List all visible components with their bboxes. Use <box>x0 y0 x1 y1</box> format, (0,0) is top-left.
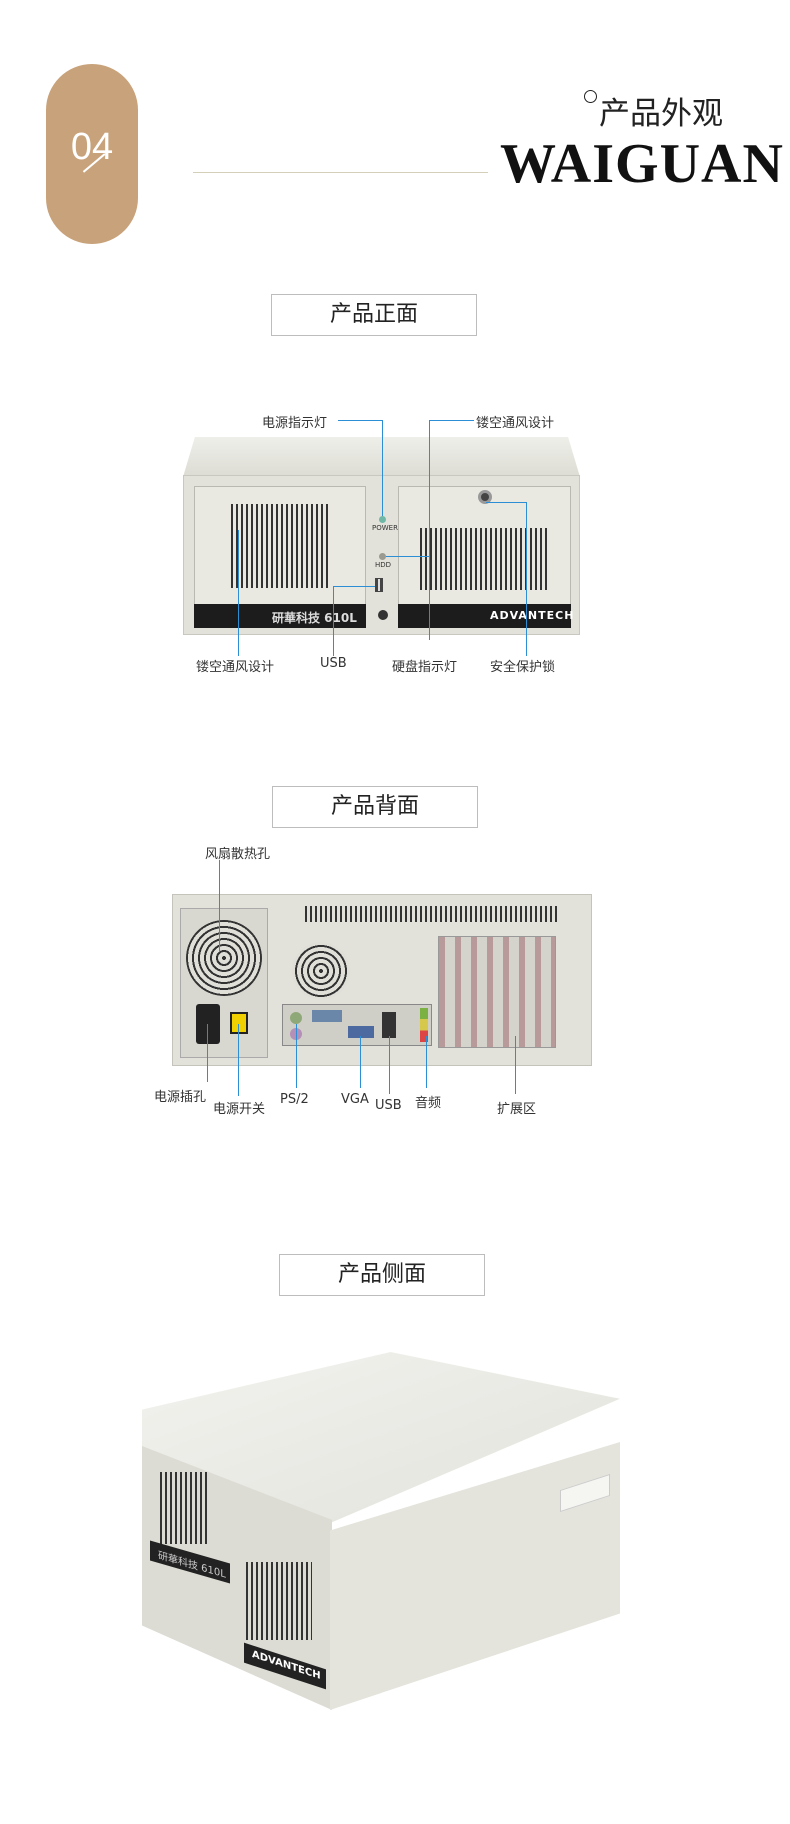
label-ps2: PS/2 <box>280 1092 309 1107</box>
ps2-port-icon <box>290 1012 302 1024</box>
label-vga: VGA <box>341 1092 369 1107</box>
label-expansion: 扩展区 <box>497 1102 537 1117</box>
label-usb-back: USB <box>375 1098 402 1113</box>
label-power-led: 电源指示灯 <box>262 416 328 431</box>
audio-jacks-icon <box>420 1008 428 1042</box>
label-power-switch: 电源开关 <box>213 1102 266 1117</box>
front-right-strip <box>398 604 571 628</box>
hdd-led-text: HDD <box>375 561 392 569</box>
front-right-vent <box>420 528 550 590</box>
front-brand-en: ADVANTECH <box>490 609 575 622</box>
label-audio: 音频 <box>415 1096 442 1111</box>
line-power-led-v <box>382 420 383 516</box>
back-top-vent <box>305 906 560 922</box>
io-panel <box>282 1004 432 1046</box>
section-number-badge: 04 <box>46 64 138 273</box>
front-left-vent <box>231 504 331 588</box>
hdd-led-icon <box>379 553 386 560</box>
expansion-slots <box>438 936 556 1048</box>
power-led-icon <box>379 516 386 523</box>
front-left-strip <box>194 604 366 628</box>
label-vent-top: 镂空通风设计 <box>476 416 555 431</box>
vga-port-icon <box>348 1026 374 1038</box>
line-ps2 <box>296 1024 297 1088</box>
label-fan-vent: 风扇散热孔 <box>205 847 271 862</box>
header-divider <box>193 172 488 173</box>
line-usb-h <box>333 586 375 587</box>
badge-number: 04 <box>70 126 114 168</box>
label-hdd-led: 硬盘指示灯 <box>392 660 458 675</box>
line-vent-bottom <box>238 530 239 656</box>
header-title: WAIGUAN <box>500 133 784 195</box>
serial-port-icon <box>312 1010 342 1022</box>
line-fan-vent <box>219 860 220 952</box>
header-subtitle-text: 产品外观 <box>599 96 723 132</box>
lock-icon <box>478 490 492 504</box>
label-vent-bottom: 镂空通风设计 <box>196 660 275 675</box>
line-lock-h <box>486 502 526 503</box>
line-power-switch <box>238 1024 239 1096</box>
line-audio <box>426 1036 427 1088</box>
line-vent-top-v <box>429 420 430 640</box>
line-power-led-h <box>338 420 382 421</box>
reset-button-icon <box>378 610 388 620</box>
line-usb-v <box>333 586 334 656</box>
power-socket-icon <box>196 1004 220 1044</box>
label-lock: 安全保护锁 <box>490 660 556 675</box>
front-usb-ports <box>375 578 383 592</box>
header-subtitle: 产品外观 <box>584 88 723 133</box>
line-expansion <box>515 1036 516 1094</box>
side-section-title: 产品侧面 <box>279 1254 485 1296</box>
front-brand-cn: 研華科技 610L <box>272 611 357 625</box>
system-fan-icon <box>292 942 350 1000</box>
line-hdd-h <box>386 556 429 557</box>
circle-icon <box>584 90 597 103</box>
side-front-vent-right <box>246 1562 312 1640</box>
label-usb: USB <box>320 656 347 671</box>
line-power-socket <box>207 1024 208 1082</box>
front-section-title: 产品正面 <box>271 294 477 336</box>
power-switch-icon <box>230 1012 248 1034</box>
line-vent-top-h <box>429 420 474 421</box>
label-power-socket: 电源插孔 <box>154 1090 207 1105</box>
psu-fan-icon <box>186 920 262 996</box>
back-section-title: 产品背面 <box>272 786 478 828</box>
line-lock-v <box>526 502 527 656</box>
badge-slash-bottom <box>82 253 106 273</box>
line-usb-back <box>389 1036 390 1094</box>
power-led-text: POWER <box>372 524 398 532</box>
side-front-vent-left <box>160 1472 210 1544</box>
front-chassis-top <box>183 437 580 477</box>
usb-ports-icon <box>382 1012 396 1038</box>
line-vga <box>360 1036 361 1088</box>
